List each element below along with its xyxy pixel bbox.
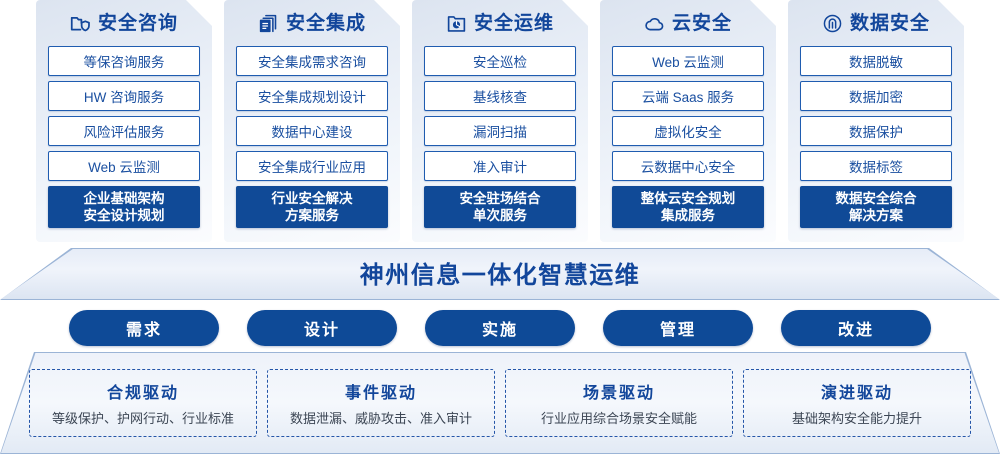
- list-item[interactable]: 数据保护: [800, 116, 952, 146]
- footer-line-2: 安全设计规划: [83, 208, 165, 223]
- list-item[interactable]: 漏洞扫描: [424, 116, 576, 146]
- footer-line-1: 数据安全综合: [835, 191, 917, 206]
- column-security-integration[interactable]: 安全集成 安全集成需求咨询 安全集成规划设计 数据中心建设 安全集成行业应用 行…: [224, 0, 400, 242]
- footer-line-2: 方案服务: [285, 208, 339, 223]
- footer-line-1: 整体云安全规划: [640, 191, 736, 206]
- column-title: 安全集成: [285, 12, 366, 34]
- list-item[interactable]: 准入审计: [424, 151, 576, 181]
- column-title: 云安全: [671, 12, 732, 34]
- list-item[interactable]: 云端 Saas 服务: [612, 81, 764, 111]
- monitor-chart-icon: [446, 13, 467, 34]
- column-title: 安全咨询: [97, 12, 178, 34]
- list-item[interactable]: 数据脱敏: [800, 46, 952, 76]
- list-item[interactable]: 数据中心建设: [236, 116, 388, 146]
- driver-card-compliance[interactable]: 合规驱动 等级保护、护网行动、行业标准: [29, 369, 257, 437]
- column-header: 安全集成: [236, 0, 388, 46]
- drivers-row: 合规驱动 等级保护、护网行动、行业标准 事件驱动 数据泄漏、威胁攻击、准入审计 …: [0, 352, 1000, 454]
- footer-line-1: 行业安全解决: [271, 191, 353, 206]
- list-item[interactable]: 数据加密: [800, 81, 952, 111]
- footer-line-2: 解决方案: [849, 208, 903, 223]
- column-footer-box[interactable]: 安全驻场结合 单次服务: [424, 186, 576, 228]
- banner-title: 神州信息一体化智慧运维: [359, 261, 641, 289]
- stage-pill-management[interactable]: 管理: [603, 310, 753, 346]
- footer-line-1: 企业基础架构: [83, 191, 165, 206]
- column-footer-box[interactable]: 整体云安全规划 集成服务: [612, 186, 764, 228]
- banner-fill: [1, 249, 999, 299]
- cloud-icon: [644, 13, 665, 34]
- column-cloud-security[interactable]: 云安全 Web 云监测 云端 Saas 服务 虚拟化安全 云数据中心安全 整体云…: [600, 0, 776, 242]
- column-footer-box[interactable]: 行业安全解决 方案服务: [236, 186, 388, 228]
- driver-card-incident[interactable]: 事件驱动 数据泄漏、威胁攻击、准入审计: [267, 369, 495, 437]
- column-footer-box[interactable]: 数据安全综合 解决方案: [800, 186, 952, 228]
- list-item[interactable]: Web 云监测: [612, 46, 764, 76]
- column-data-security[interactable]: 数据安全 数据脱敏 数据加密 数据保护 数据标签 数据安全综合 解决方案: [788, 0, 964, 242]
- list-item[interactable]: 安全集成需求咨询: [236, 46, 388, 76]
- folder-shield-icon: [70, 13, 91, 34]
- stage-pill-improvement[interactable]: 改进: [781, 310, 931, 346]
- list-item[interactable]: 云数据中心安全: [612, 151, 764, 181]
- footer-line-2: 集成服务: [661, 208, 715, 223]
- driver-subtitle: 等级保护、护网行动、行业标准: [51, 411, 234, 426]
- list-item[interactable]: 安全集成规划设计: [236, 81, 388, 111]
- footer-line-2: 单次服务: [473, 208, 527, 223]
- drivers-section: 合规驱动 等级保护、护网行动、行业标准 事件驱动 数据泄漏、威胁攻击、准入审计 …: [0, 352, 1000, 454]
- list-item[interactable]: 安全巡检: [424, 46, 576, 76]
- driver-card-evolution[interactable]: 演进驱动 基础架构安全能力提升: [743, 369, 971, 437]
- list-item[interactable]: 基线核查: [424, 81, 576, 111]
- platform-banner: 神州信息一体化智慧运维: [0, 248, 1000, 300]
- driver-title: 场景驱动: [582, 385, 655, 402]
- fingerprint-icon: [822, 13, 843, 34]
- column-title: 数据安全: [849, 12, 930, 34]
- column-header: 安全运维: [424, 0, 576, 46]
- list-item[interactable]: 虚拟化安全: [612, 116, 764, 146]
- capability-columns: 安全咨询 等保咨询服务 HW 咨询服务 风险评估服务 Web 云监测 企业基础架…: [0, 0, 1000, 250]
- footer-line-1: 安全驻场结合: [459, 191, 541, 206]
- driver-title: 合规驱动: [106, 385, 179, 402]
- column-security-operations[interactable]: 安全运维 安全巡检 基线核查 漏洞扫描 准入审计 安全驻场结合 单次服务: [412, 0, 588, 242]
- column-footer-box[interactable]: 企业基础架构 安全设计规划: [48, 186, 200, 228]
- list-item[interactable]: HW 咨询服务: [48, 81, 200, 111]
- column-header: 云安全: [612, 0, 764, 46]
- driver-card-scenario[interactable]: 场景驱动 行业应用综合场景安全赋能: [505, 369, 733, 437]
- column-header: 数据安全: [800, 0, 952, 46]
- stage-pill-implementation[interactable]: 实施: [425, 310, 575, 346]
- driver-title: 事件驱动: [344, 385, 417, 402]
- driver-title: 演进驱动: [820, 385, 893, 402]
- column-header: 安全咨询: [48, 0, 200, 46]
- list-item[interactable]: 等保咨询服务: [48, 46, 200, 76]
- list-item[interactable]: 风险评估服务: [48, 116, 200, 146]
- list-item[interactable]: 数据标签: [800, 151, 952, 181]
- driver-subtitle: 数据泄漏、威胁攻击、准入审计: [289, 411, 472, 426]
- driver-subtitle: 行业应用综合场景安全赋能: [540, 411, 697, 426]
- column-security-consulting[interactable]: 安全咨询 等保咨询服务 HW 咨询服务 风险评估服务 Web 云监测 企业基础架…: [36, 0, 212, 242]
- column-title: 安全运维: [473, 12, 554, 34]
- lifecycle-stage-row: 需求 设计 实施 管理 改进: [0, 310, 1000, 346]
- stage-pill-requirements[interactable]: 需求: [69, 310, 219, 346]
- stage-pill-design[interactable]: 设计: [247, 310, 397, 346]
- driver-subtitle: 基础架构安全能力提升: [791, 411, 922, 426]
- list-item[interactable]: 安全集成行业应用: [236, 151, 388, 181]
- documents-stack-icon: [258, 13, 279, 34]
- list-item[interactable]: Web 云监测: [48, 151, 200, 181]
